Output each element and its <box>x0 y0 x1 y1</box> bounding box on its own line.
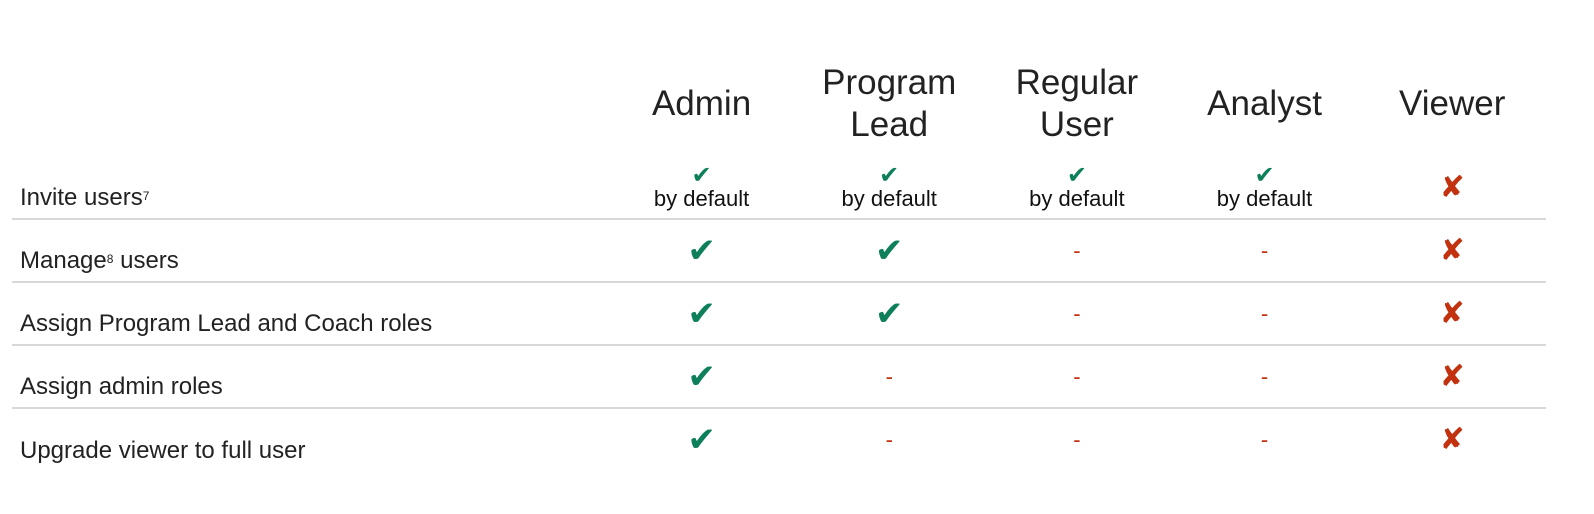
footnote-marker: 8 <box>106 252 114 266</box>
cross-icon: ✘ <box>1439 359 1465 393</box>
by-default-note: by default <box>1029 186 1125 211</box>
dash-icon: - <box>1260 237 1269 263</box>
permission-cell: ✔by default <box>608 158 796 218</box>
check-icon: ✔ <box>1066 162 1087 189</box>
table-row: Assign Program Lead and Coach roles ✔ ✔ … <box>12 283 1546 346</box>
permission-cell: ✔ <box>795 283 983 344</box>
cross-icon: ✘ <box>1439 296 1465 330</box>
feature-label: Assign Program Lead and Coach roles <box>20 310 433 337</box>
check-icon: ✔ <box>687 231 716 270</box>
by-default-note: by default <box>1216 186 1313 211</box>
permission-cell: ✘ <box>1358 158 1546 218</box>
cross-icon: ✘ <box>1439 423 1465 456</box>
permission-cell: - <box>1171 346 1359 407</box>
permission-cell: ✔by default <box>795 158 983 218</box>
column-header-viewer: Viewer <box>1399 84 1506 123</box>
permission-cell: - <box>983 409 1171 471</box>
dash-icon: - <box>885 363 893 389</box>
feature-label: Manage8 users <box>12 249 608 281</box>
cross-icon: ✘ <box>1439 233 1465 267</box>
check-icon: ✔ <box>687 294 716 333</box>
permission-cell: ✔ <box>795 220 983 281</box>
dash-icon: - <box>1073 237 1081 263</box>
column-header-program-lead: Program Lead <box>822 63 957 144</box>
table-row: Invite users7 ✔by default ✔by default ✔b… <box>12 158 1546 220</box>
permission-cell: - <box>1171 283 1359 344</box>
feature-text: users <box>113 247 179 274</box>
permissions-table: Admin Program Lead Regular User Analyst … <box>12 50 1546 471</box>
feature-label: Upgrade viewer to full user <box>20 437 306 464</box>
dash-icon: - <box>1073 363 1081 389</box>
column-header-analyst: Analyst <box>1207 84 1322 123</box>
column-header-admin: Admin <box>651 84 752 123</box>
dash-icon: - <box>1073 427 1081 452</box>
permission-cell: ✔ <box>608 283 796 344</box>
permission-cell: - <box>1171 220 1359 281</box>
dash-icon: - <box>1260 427 1269 452</box>
permission-cell: ✘ <box>1358 220 1546 281</box>
dash-icon: - <box>1073 300 1081 326</box>
feature-label: Invite users7 <box>12 186 608 218</box>
permission-cell: ✔ <box>608 409 796 471</box>
permission-cell: - <box>1171 409 1359 471</box>
check-icon: ✔ <box>691 162 712 189</box>
dash-icon: - <box>885 427 893 452</box>
feature-text: Invite users <box>20 184 143 211</box>
feature-text: Manage <box>20 247 107 274</box>
footnote-marker: 7 <box>142 189 150 203</box>
permission-cell: ✔ <box>608 346 796 407</box>
table-row: Assign admin roles ✔ - - - ✘ <box>12 346 1546 409</box>
permission-cell: - <box>795 346 983 407</box>
table-row: Manage8 users ✔ ✔ - - ✘ <box>12 220 1546 283</box>
permission-cell: ✔by default <box>1171 158 1359 218</box>
check-icon: ✔ <box>874 231 904 270</box>
check-icon: ✔ <box>1254 162 1275 189</box>
check-icon: ✔ <box>874 294 904 333</box>
check-icon: ✔ <box>879 162 900 189</box>
table-row: Upgrade viewer to full user ✔ - - - ✘ <box>12 409 1546 471</box>
permission-cell: - <box>983 220 1171 281</box>
dash-icon: - <box>1260 300 1269 326</box>
permission-cell: ✘ <box>1358 409 1546 471</box>
feature-label: Assign admin roles <box>20 373 223 400</box>
permission-cell: ✘ <box>1358 283 1546 344</box>
by-default-note: by default <box>653 186 750 211</box>
column-header-regular-user: Regular User <box>1015 63 1139 144</box>
permission-cell: - <box>795 409 983 471</box>
permission-cell: ✘ <box>1358 346 1546 407</box>
table-header: Admin Program Lead Regular User Analyst … <box>12 50 1546 158</box>
dash-icon: - <box>1260 363 1269 389</box>
check-icon: ✔ <box>687 421 716 459</box>
permission-cell: - <box>983 346 1171 407</box>
by-default-note: by default <box>841 186 937 211</box>
permission-cell: ✔by default <box>983 158 1171 218</box>
cross-icon: ✘ <box>1439 171 1465 204</box>
permission-cell: ✔ <box>608 220 796 281</box>
permission-cell: - <box>983 283 1171 344</box>
check-icon: ✔ <box>687 357 716 396</box>
